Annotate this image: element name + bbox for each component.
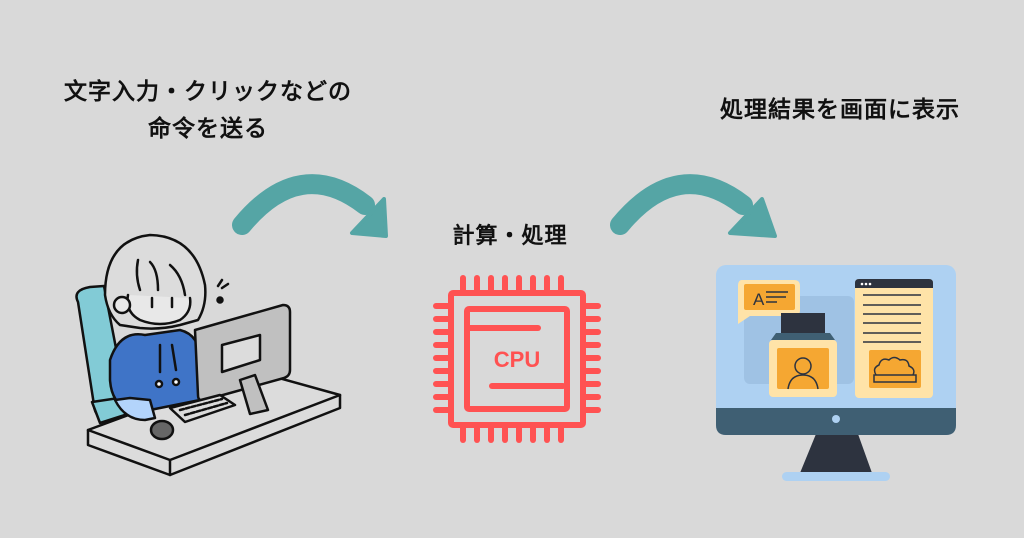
input-label-line2: 命令を送る: [148, 116, 268, 142]
user-icon: [787, 357, 819, 390]
bubble-letter: A: [753, 290, 765, 309]
monitor-illustration: A: [716, 265, 956, 481]
cpu-pins-left: [433, 303, 451, 413]
cpu-chip-illustration: [433, 275, 601, 443]
person-at-computer-illustration: [75, 233, 342, 477]
cpu-pins-top: [460, 275, 564, 293]
cpu-pins-bottom: [460, 425, 564, 443]
monitor-stand: [800, 434, 872, 473]
input-label-line1: 文字入力・クリックなどの: [64, 79, 352, 105]
sleeve: [113, 396, 157, 422]
cloud-image-icon: [873, 356, 917, 383]
power-led: [832, 415, 840, 423]
arrow-input-to-process: [232, 174, 388, 238]
arrow-process-to-output: [610, 174, 777, 238]
monitor-base: [782, 472, 890, 481]
mouse: [149, 419, 175, 441]
profile-card: [769, 313, 837, 397]
output-step-label: 処理結果を画面に表示: [720, 97, 960, 123]
input-step-label: 文字入力・クリックなどの 命令を送る: [28, 74, 388, 148]
cpu-chip-text: CPU: [494, 347, 540, 372]
process-step-label: 計算・処理: [452, 224, 568, 249]
document-window: [855, 279, 933, 398]
cpu-pins-right: [583, 303, 601, 413]
